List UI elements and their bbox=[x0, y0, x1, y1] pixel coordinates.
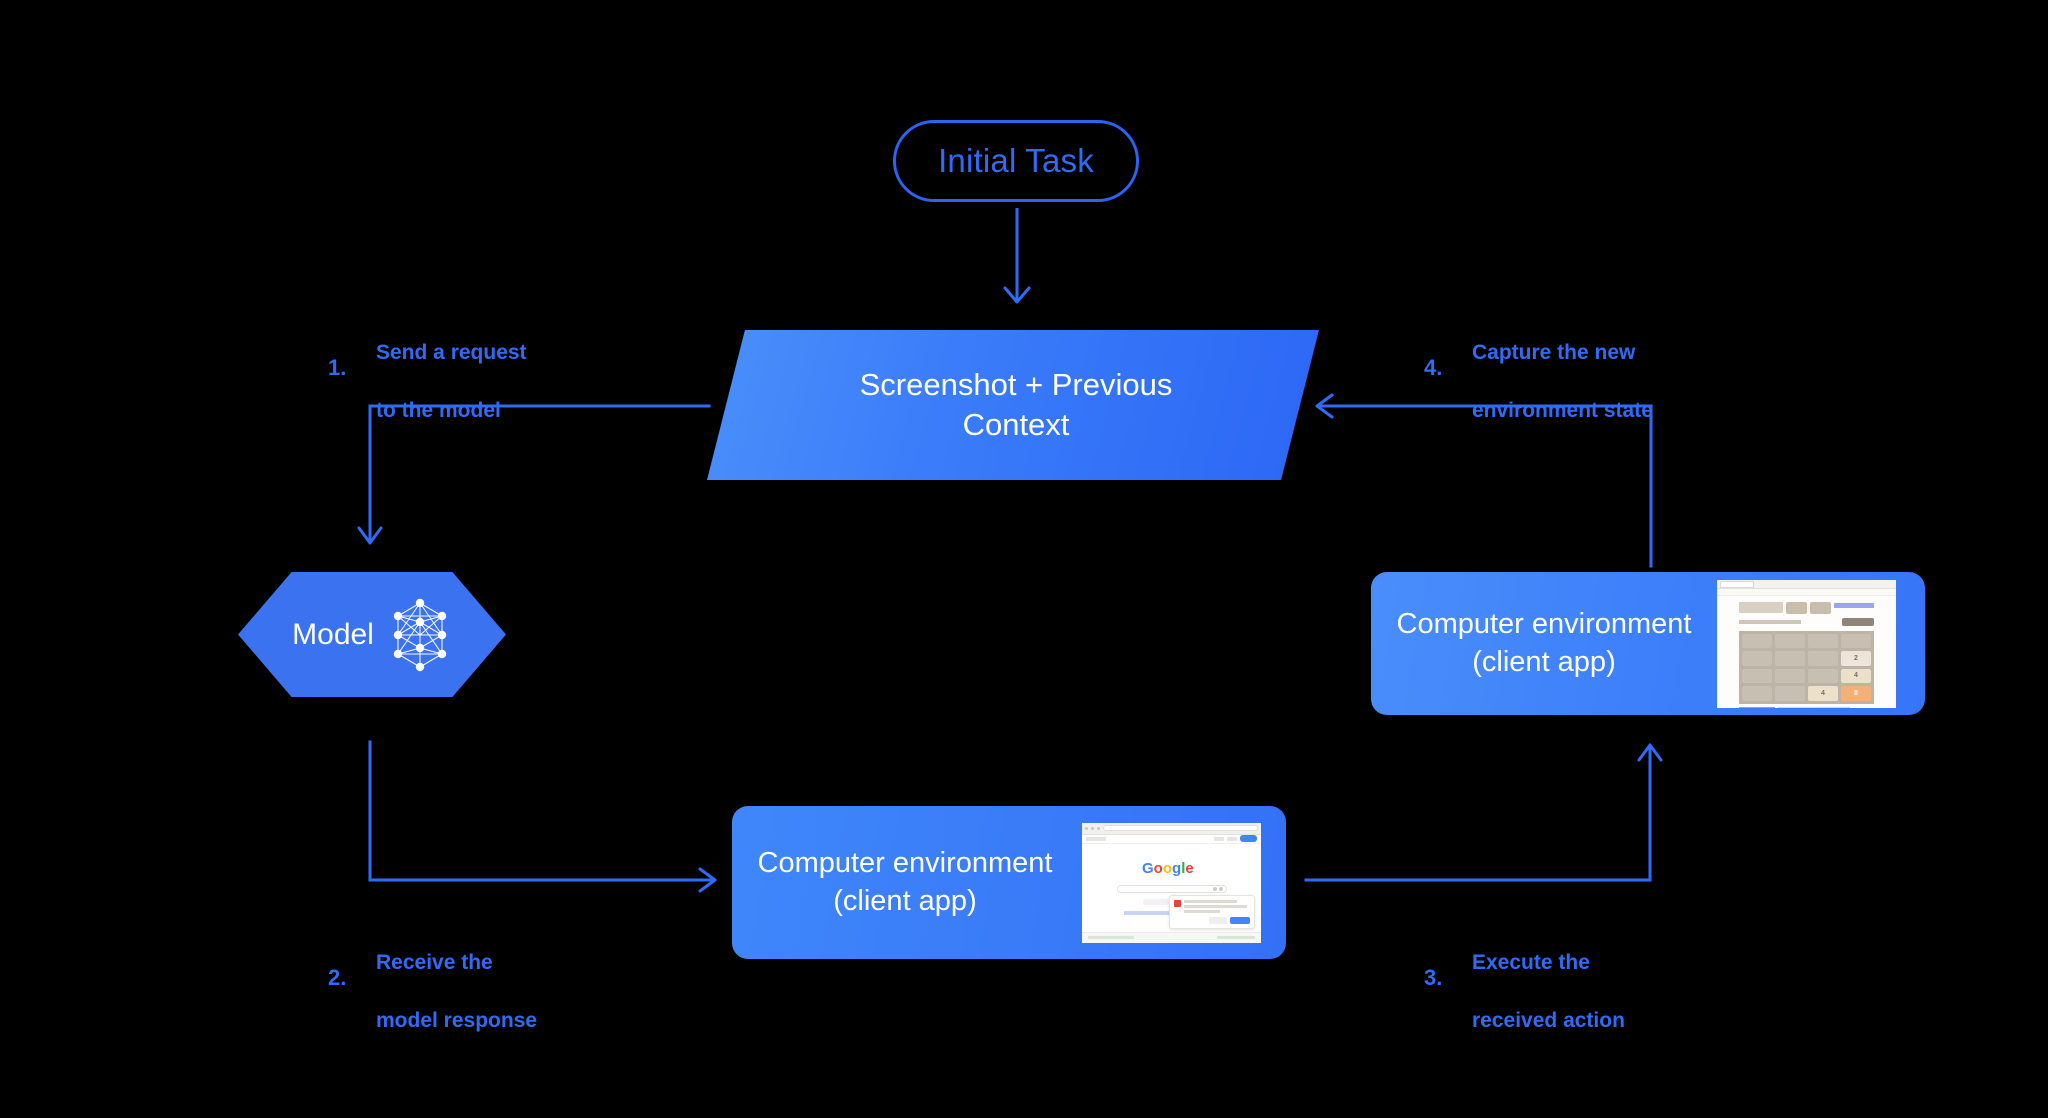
step-3-line1: Execute the bbox=[1472, 950, 1590, 974]
step-3-text: Execute the received action bbox=[1472, 920, 1625, 1036]
svg-text:Google: Google bbox=[1142, 860, 1194, 877]
browser-dialog-popup bbox=[1169, 894, 1255, 929]
step-1-text: Send a request to the model bbox=[376, 310, 527, 426]
google-search-input bbox=[1116, 884, 1227, 893]
thumb-address-bar bbox=[1717, 588, 1896, 596]
env-bottom-node[interactable]: Computer environment (client app) Google bbox=[732, 806, 1286, 959]
game-tile: 8 bbox=[1841, 686, 1871, 701]
game-2048-scores bbox=[1786, 601, 1831, 614]
arrow-env-right-to-context bbox=[1318, 404, 1653, 568]
step-4-number: 4. bbox=[1424, 354, 1443, 380]
browser-chrome bbox=[1082, 822, 1261, 835]
popup-secondary-button bbox=[1209, 916, 1227, 924]
model-node[interactable]: Model bbox=[238, 572, 506, 697]
arrowhead-task-to-context bbox=[1003, 286, 1031, 304]
step-1-line1: Send a request bbox=[376, 340, 527, 364]
arrowhead-env-bottom-to-env-right bbox=[1637, 743, 1663, 762]
step-2-line2: model response bbox=[376, 1008, 538, 1032]
browser-url-bar bbox=[1103, 825, 1258, 831]
arrow-context-to-model bbox=[368, 404, 711, 542]
initial-task-label: Initial Task bbox=[938, 142, 1094, 179]
env-bottom-thumbnail-browser: Google bbox=[1082, 822, 1261, 943]
sign-in-button bbox=[1240, 835, 1257, 842]
step-4-line2: environment state bbox=[1472, 398, 1653, 422]
thumb-titlebar bbox=[1717, 579, 1896, 589]
model-node-shape bbox=[238, 572, 506, 697]
game-2048-footer-text bbox=[1778, 707, 1850, 708]
game-2048-links bbox=[1834, 602, 1874, 608]
context-node-shape bbox=[707, 330, 1319, 480]
step-label-3: 3. Execute the received action bbox=[1424, 920, 1625, 1036]
google-footer bbox=[1082, 931, 1261, 943]
step-2-number: 2. bbox=[328, 964, 347, 990]
arrowhead-model-to-env-bottom bbox=[698, 867, 717, 893]
game-tile: 2 bbox=[1841, 651, 1871, 666]
popup-primary-button bbox=[1230, 916, 1250, 924]
game-2048-subtitle bbox=[1739, 619, 1801, 624]
model-node-label: Model bbox=[292, 617, 374, 651]
context-node-line2: Context bbox=[962, 407, 1070, 442]
step-2-text: Receive the model response bbox=[376, 920, 537, 1036]
env-right-line1: Computer environment bbox=[1396, 607, 1692, 640]
game-2048-logo bbox=[1739, 601, 1783, 613]
browser-toolbar bbox=[1082, 834, 1261, 844]
popup-icon bbox=[1174, 899, 1181, 907]
arrowhead-context-to-model bbox=[357, 526, 383, 545]
step-label-1: 1. Send a request to the model bbox=[328, 310, 527, 426]
env-right-line2: (client app) bbox=[1472, 645, 1616, 678]
step-label-4: 4. Capture the new environment state bbox=[1424, 310, 1653, 426]
step-2-line1: Receive the bbox=[376, 950, 493, 974]
env-right-text: Computer environment (client app) bbox=[1379, 606, 1709, 681]
env-bottom-line2: (client app) bbox=[833, 884, 977, 917]
context-node-line1: Screenshot + Previous bbox=[859, 367, 1173, 403]
arrow-model-to-env-bottom bbox=[368, 740, 714, 882]
game-2048-board: 2 4 4 8 bbox=[1739, 630, 1874, 704]
game-tile: 4 bbox=[1841, 668, 1871, 683]
arrow-env-bottom-to-env-right bbox=[1304, 746, 1652, 882]
env-right-thumbnail-2048: 2 4 4 8 bbox=[1717, 579, 1896, 708]
step-4-text: Capture the new environment state bbox=[1472, 310, 1653, 426]
thumb-tab bbox=[1720, 581, 1754, 588]
step-1-number: 1. bbox=[328, 354, 347, 380]
step-3-number: 3. bbox=[1424, 964, 1443, 990]
context-node-text: Screenshot + Previous Context bbox=[707, 330, 1319, 480]
game-2048-page: 2 4 4 8 bbox=[1717, 596, 1896, 708]
env-bottom-text: Computer environment (client app) bbox=[740, 845, 1070, 920]
google-search-page: Google bbox=[1082, 843, 1261, 943]
env-right-node[interactable]: Computer environment (client app) bbox=[1371, 572, 1925, 715]
google-logo-icon: Google bbox=[1142, 860, 1194, 877]
step-4-line1: Capture the new bbox=[1472, 340, 1636, 364]
step-label-2: 2. Receive the model response bbox=[328, 920, 537, 1036]
game-2048-new-game-button bbox=[1842, 617, 1874, 626]
initial-task-node[interactable]: Initial Task bbox=[893, 120, 1139, 202]
step-3-line2: received action bbox=[1472, 1008, 1625, 1032]
step-1-line2: to the model bbox=[376, 398, 501, 422]
arrowhead-env-right-to-context bbox=[1315, 393, 1334, 419]
game-tile: 4 bbox=[1808, 686, 1838, 701]
context-node[interactable]: Screenshot + Previous Context bbox=[707, 330, 1319, 480]
neural-network-icon bbox=[393, 598, 447, 671]
game-2048-footer-link bbox=[1739, 706, 1775, 708]
env-bottom-line1: Computer environment bbox=[757, 846, 1053, 879]
